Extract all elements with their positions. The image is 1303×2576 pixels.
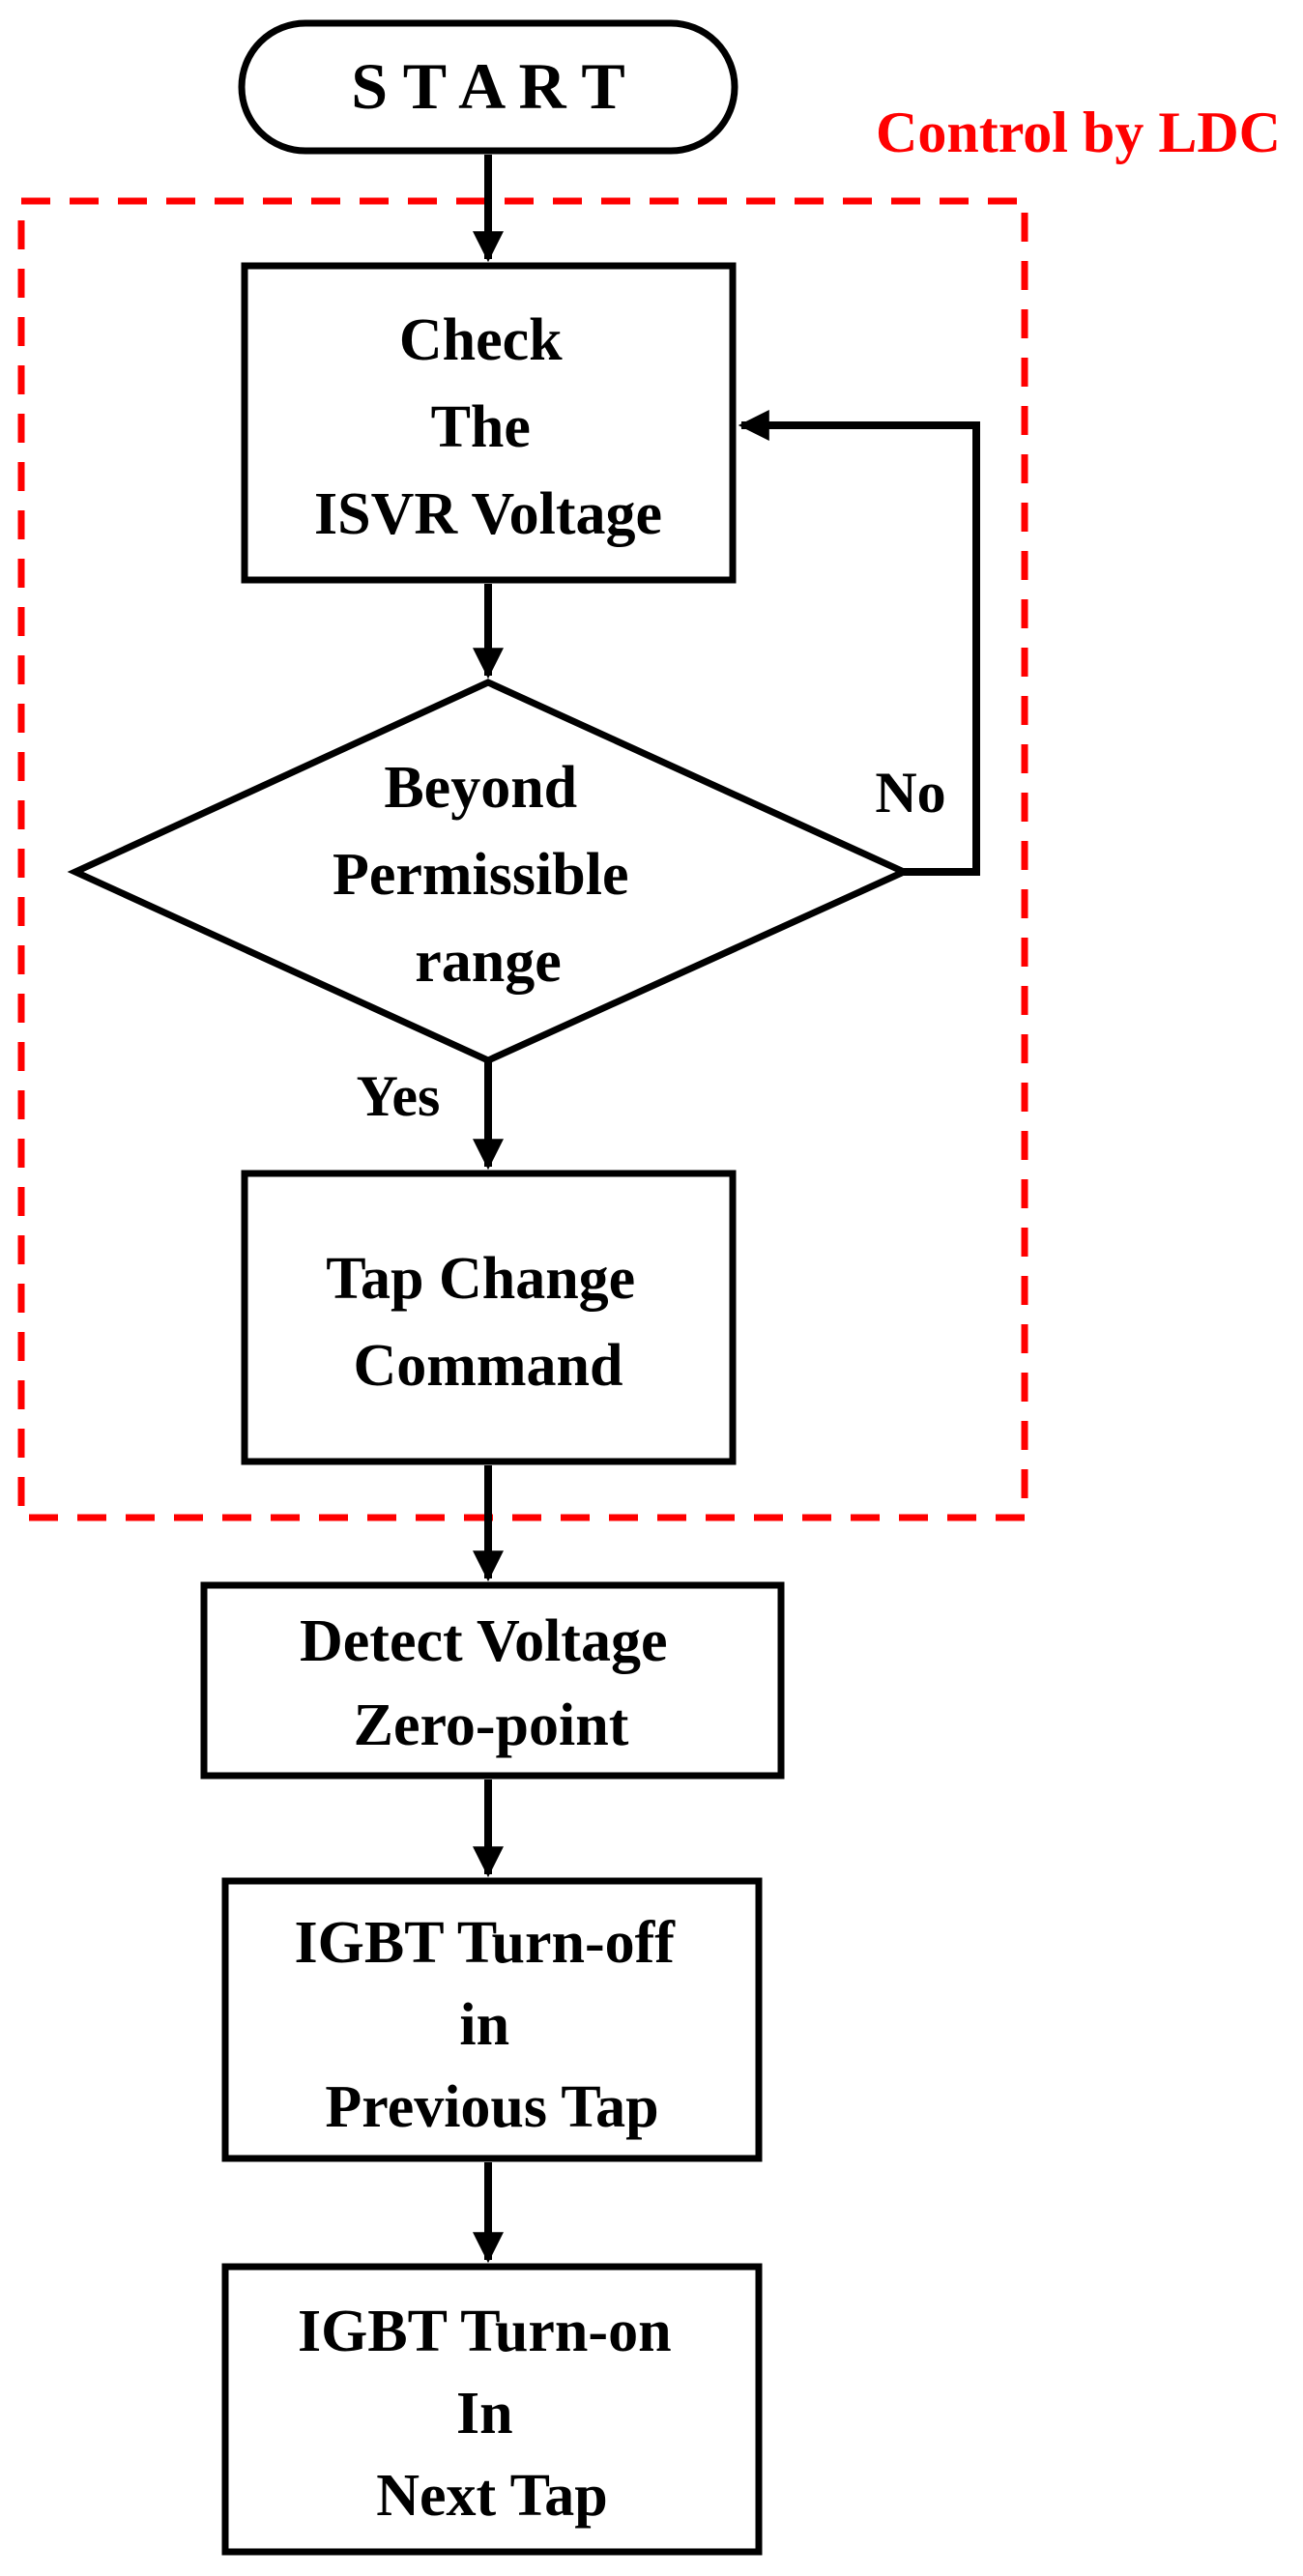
igbt-turn-on-box: [221, 2263, 763, 2556]
arrow-no-loop-back: [738, 410, 980, 876]
tap-change-command-box: [241, 1170, 737, 1465]
igbt-on-line-2: In: [456, 2381, 513, 2446]
no-branch-label: No: [875, 761, 945, 825]
decision-line-2: Permissible: [333, 842, 629, 908]
start-label: S T A R T: [351, 49, 625, 123]
check-voltage-line-1: Check: [399, 307, 563, 373]
igbt-turn-off-box: [221, 1877, 763, 2162]
igbt-on-line-3: Next Tap: [376, 2463, 607, 2529]
detect-zero-point-label: Detect Voltage Zero-point: [300, 1608, 682, 1758]
check-voltage-line-2: The: [431, 394, 531, 460]
tap-change-line-1: Tap Change: [326, 1246, 635, 1312]
igbt-turn-on-label: IGBT Turn-on In Next Tap: [298, 2299, 686, 2529]
ldc-control-region: [17, 197, 1028, 1521]
detect-zero-point-box: [200, 1581, 785, 1780]
tap-change-line-2: Command: [353, 1333, 623, 1399]
tap-change-command-label: Tap Change Command: [326, 1246, 650, 1399]
check-voltage-label: Check The ISVR Voltage: [314, 307, 662, 547]
region-label: Control by LDC: [876, 101, 1281, 164]
igbt-off-line-2: in: [459, 1992, 509, 2058]
decision-label: Beyond Permissible range: [333, 755, 644, 995]
yes-branch-label: Yes: [357, 1064, 441, 1128]
decision-line-1: Beyond: [384, 755, 577, 821]
check-voltage-line-3: ISVR Voltage: [314, 481, 662, 547]
check-voltage-box: [241, 262, 737, 584]
igbt-turn-off-label: IGBT Turn-off in Previous Tap: [295, 1910, 690, 2140]
igbt-off-line-1: IGBT Turn-off: [295, 1910, 677, 1976]
igbt-on-line-1: IGBT Turn-on: [298, 2299, 672, 2364]
start-node: [238, 19, 738, 155]
detect-line-1: Detect Voltage: [300, 1608, 667, 1674]
igbt-off-line-3: Previous Tap: [325, 2074, 658, 2140]
detect-line-2: Zero-point: [354, 1693, 629, 1758]
decision-line-3: range: [415, 929, 562, 995]
